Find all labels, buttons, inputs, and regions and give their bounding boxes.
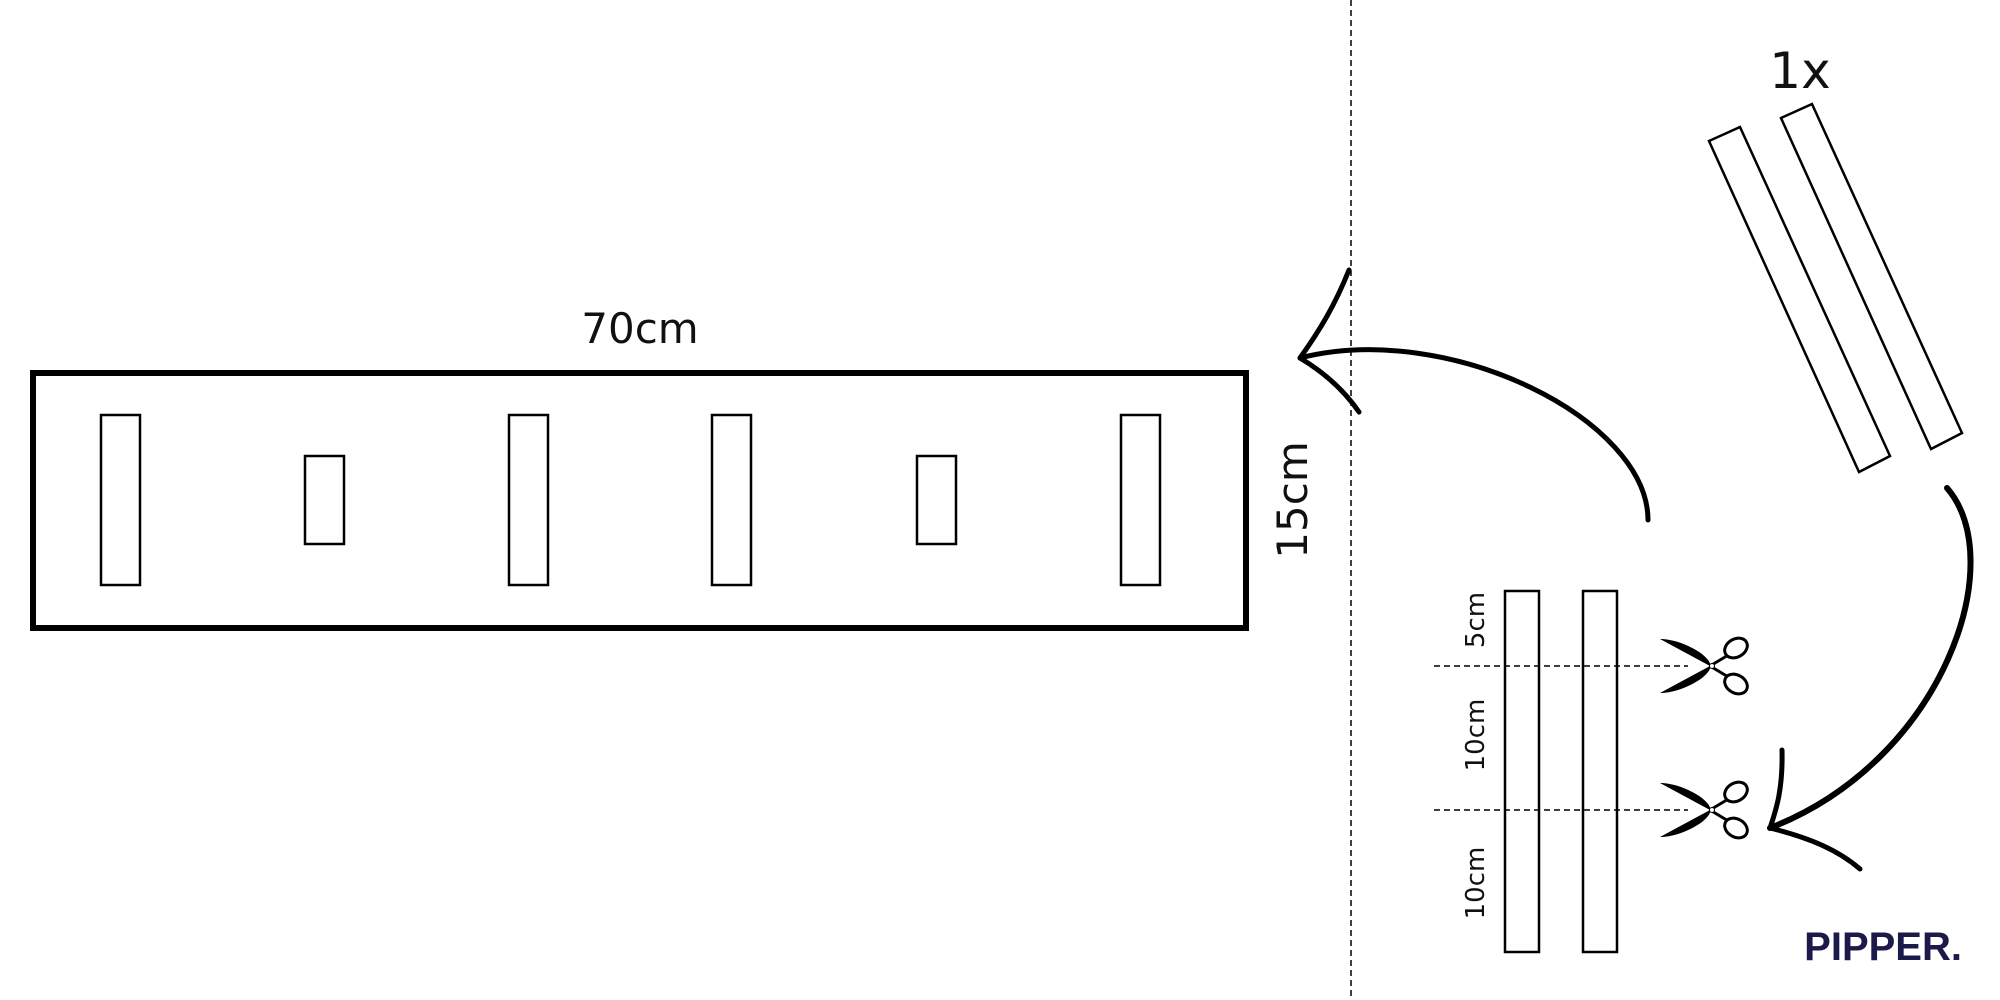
- scissors-icon: [1660, 636, 1749, 696]
- long-strip-1: [1707, 125, 1892, 474]
- cut-label-3: 10cm: [1461, 847, 1491, 920]
- arrow-icon: [1297, 267, 1651, 523]
- cut-label-2: 10cm: [1461, 699, 1491, 772]
- board-width-label: 70cm: [581, 304, 698, 353]
- board-slot-long-3: [710, 413, 753, 587]
- board-slot-short-1: [303, 454, 346, 546]
- board-slot-long-1: [99, 413, 142, 587]
- cutting-diagram: 5cm 10cm 10cm: [1434, 589, 1749, 954]
- cut-strip-2: [1581, 589, 1619, 954]
- cut-label-1: 5cm: [1461, 592, 1491, 648]
- long-strip-2: [1779, 102, 1964, 451]
- board-slot-short-2: [915, 454, 958, 546]
- cut-strip-1: [1503, 589, 1541, 954]
- brand-logo: PIPPER.: [1804, 925, 1962, 969]
- strip-count-label: 1x: [1769, 42, 1830, 100]
- board-slot-long-2: [507, 413, 550, 587]
- board-slot-long-4: [1119, 413, 1162, 587]
- arrow-icon: [1767, 485, 1974, 872]
- long-strips: 1x: [1707, 42, 1964, 474]
- assembled-board: 70cm 15cm: [30, 304, 1317, 631]
- scissors-icon: [1660, 780, 1749, 840]
- board-outline: [30, 370, 1249, 631]
- board-height-label: 15cm: [1268, 441, 1317, 558]
